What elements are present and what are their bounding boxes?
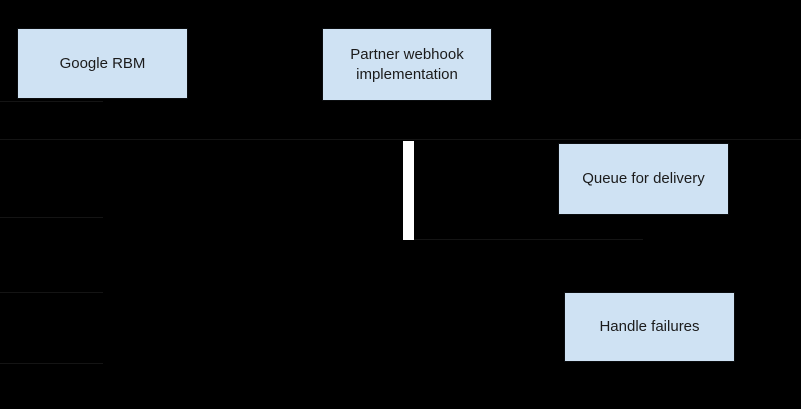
node-google-rbm: Google RBM xyxy=(17,28,188,99)
grid-line-mid-partial xyxy=(414,239,643,240)
grid-line-horizontal-full xyxy=(0,139,801,140)
grid-line-left-row-1 xyxy=(0,101,103,102)
node-partner-webhook: Partner webhook implementation xyxy=(322,28,492,101)
node-handle-failures-label: Handle failures xyxy=(599,318,700,336)
node-handle-failures: Handle failures xyxy=(564,292,735,362)
node-partner-webhook-label: Partner webhook implementation xyxy=(350,46,464,83)
node-google-rbm-label: Google RBM xyxy=(59,54,146,72)
grid-line-left-row-3 xyxy=(0,292,103,293)
node-queue-for-delivery-label: Queue for delivery xyxy=(582,170,705,188)
grid-line-left-row-4 xyxy=(0,363,103,364)
activation-bar xyxy=(403,141,414,240)
node-queue-for-delivery: Queue for delivery xyxy=(558,143,729,215)
grid-line-left-row-2 xyxy=(0,217,103,218)
